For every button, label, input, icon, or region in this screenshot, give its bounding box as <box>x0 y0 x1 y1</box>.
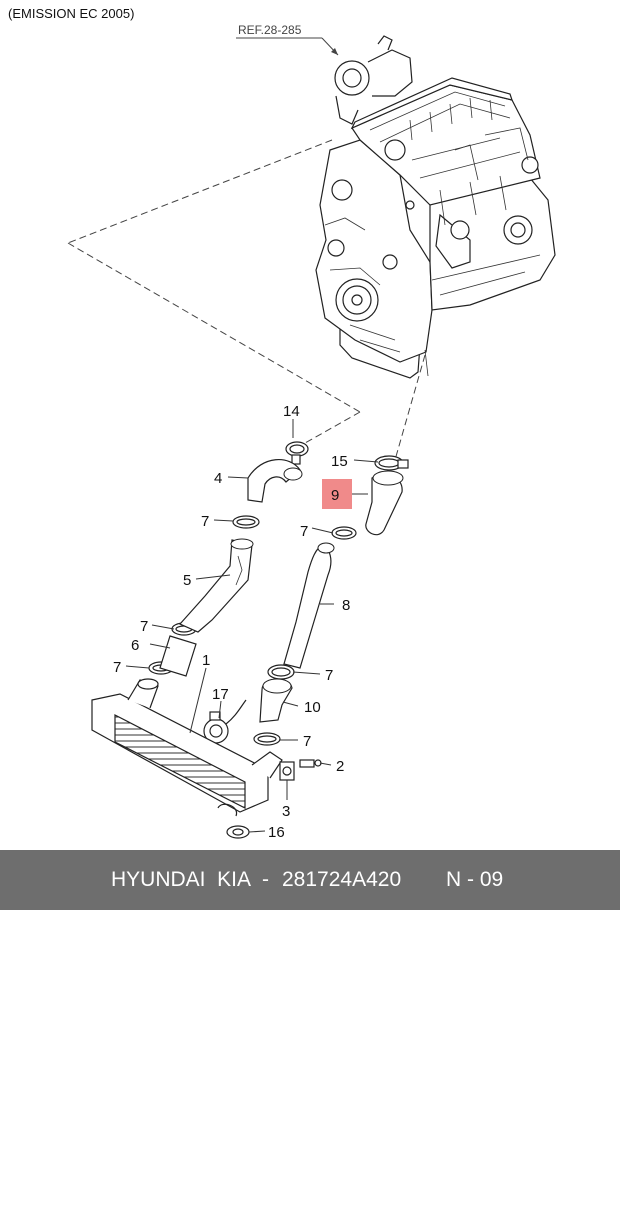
part-14-clamp <box>285 441 309 465</box>
callout-7a: 7 <box>201 513 209 530</box>
emission-note: (EMISSION EC 2005) <box>8 6 135 21</box>
callout-7f: 7 <box>303 733 311 750</box>
part-3-sensor <box>279 761 295 781</box>
footer-caption: HYUNDAI KIA - 281724A420 N - 09 <box>0 850 620 910</box>
callout-16: 16 <box>268 824 285 841</box>
callout-7d: 7 <box>113 659 121 676</box>
callout-14: 14 <box>283 403 300 420</box>
engine-details <box>324 91 541 377</box>
callout-7b: 7 <box>300 523 308 540</box>
part-8-hose <box>283 545 332 669</box>
footer-brand: HYUNDAI KIA <box>111 868 252 891</box>
callout-7c: 7 <box>140 618 148 635</box>
highlight-part-9 <box>322 479 352 509</box>
footer-bar: HYUNDAI KIA - 281724A420 N - 09 <box>0 850 620 910</box>
part-17-sensor <box>203 699 247 744</box>
engine-assembly <box>315 35 556 379</box>
callout-8: 8 <box>342 597 350 614</box>
callout-10: 10 <box>304 699 321 716</box>
callout-2: 2 <box>336 758 344 775</box>
part-16-grommet <box>226 825 250 839</box>
part-1-intercooler <box>91 678 283 817</box>
callout-5: 5 <box>183 572 191 589</box>
callout-6: 6 <box>131 637 139 654</box>
leader-lines <box>125 419 379 833</box>
footer-part-number: 281724A420 <box>282 868 402 891</box>
part-4-hose <box>247 458 301 503</box>
callout-17: 17 <box>212 686 229 703</box>
part-2-bolt <box>299 759 322 768</box>
callout-3: 3 <box>282 803 290 820</box>
footer-page-code: N - 09 <box>446 868 504 891</box>
callout-15: 15 <box>331 453 348 470</box>
parts-diagram: 14 4 15 9 7 7 5 8 7 6 7 1 17 7 10 7 2 3 … <box>67 35 556 841</box>
callout-1: 1 <box>202 652 210 669</box>
footer-separator: - <box>262 868 269 891</box>
reference-dashes <box>67 139 426 461</box>
callout-labels: 14 4 15 9 7 7 5 8 7 6 7 1 17 7 10 7 2 3 … <box>113 403 350 841</box>
callout-9: 9 <box>331 487 339 504</box>
callout-7e: 7 <box>325 667 333 684</box>
part-6-sleeve <box>159 635 197 677</box>
part-15-clamp <box>374 455 409 471</box>
callout-4: 4 <box>214 470 222 487</box>
reference-label: REF.28-285 <box>238 23 302 37</box>
